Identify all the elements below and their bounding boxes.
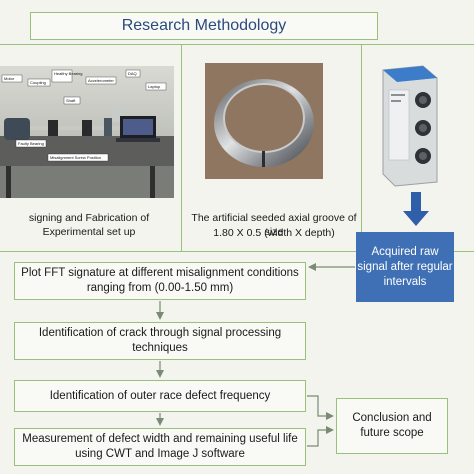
label-daq: DAQ [128, 71, 137, 76]
outer-race-defect-box: Identification of outer race defect freq… [14, 380, 306, 412]
setup-caption: signing and Fabrication of Experimental … [28, 212, 150, 238]
bearing-photo [205, 63, 323, 179]
conclusion-box: Conclusion and future scope [336, 398, 448, 454]
bearing-caption-line2: 1.80 X 0.5 (width X depth) [213, 227, 335, 239]
panel-divider-right [361, 44, 362, 252]
crack-identification-box: Identification of crack through signal p… [14, 322, 306, 360]
image-panel-frame [0, 44, 474, 252]
fft-step-box: Plot FFT signature at different misalign… [14, 262, 306, 300]
bearing-caption-line1: The artificial seeded axial groove of si… [191, 212, 357, 238]
label-laptop: Laptop [148, 84, 161, 89]
acquired-signal-box: Acquired raw signal after regular interv… [356, 232, 454, 302]
label-healthy-bearing: Healthy Bearing [54, 71, 82, 76]
page-title: Research Methodology [30, 12, 378, 40]
experimental-setup-photo: Motor Coupling Healthy Bearing Accelerom… [0, 66, 174, 198]
label-accelerometer: Accelerometer [88, 78, 114, 83]
label-motor: Motor [4, 76, 15, 81]
defect-measurement-box: Measurement of defect width and remainin… [14, 428, 306, 466]
daq-device-photo [365, 60, 451, 190]
label-coupling: Coupling [30, 80, 46, 85]
label-faulty-bearing: Faulty Bearing [18, 141, 44, 146]
label-shaft: Shaft [66, 98, 76, 103]
label-misalignment: Misalignment Screw Position [50, 155, 101, 160]
panel-divider-left [181, 44, 182, 252]
